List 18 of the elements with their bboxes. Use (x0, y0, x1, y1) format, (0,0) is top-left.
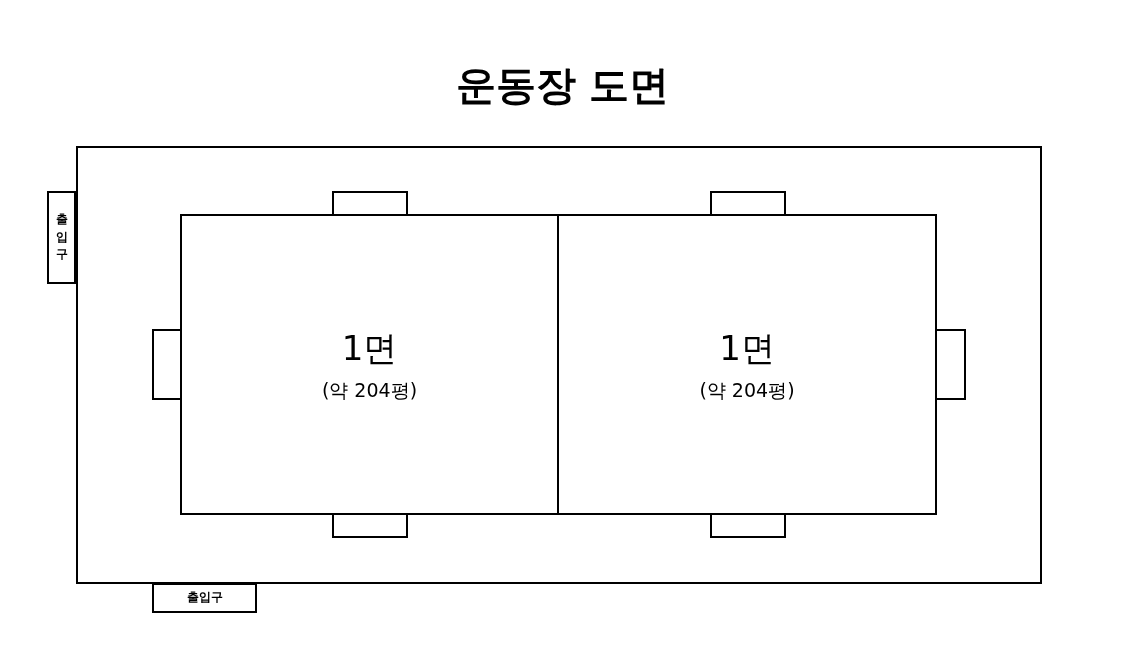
court-area-label: (약 204평) (321, 377, 418, 403)
court-area-label: (약 204평) (699, 377, 795, 403)
small-box (152, 329, 182, 400)
sports-field (76, 146, 1042, 584)
title: 운동장 도면 (454, 61, 671, 110)
court-box (557, 214, 937, 515)
court-label: 1면 (719, 326, 775, 370)
entrance-label: 출입구 (54, 211, 69, 264)
court-label: 1면 (341, 326, 398, 370)
entrance-label: 출입구 (186, 589, 223, 607)
entrance-box (152, 583, 257, 613)
small-box (935, 329, 966, 400)
small-box (332, 191, 408, 216)
entrance-box (47, 191, 76, 284)
small-box (710, 191, 786, 216)
small-box (710, 513, 786, 538)
small-box (332, 513, 408, 538)
court-box (180, 214, 559, 515)
